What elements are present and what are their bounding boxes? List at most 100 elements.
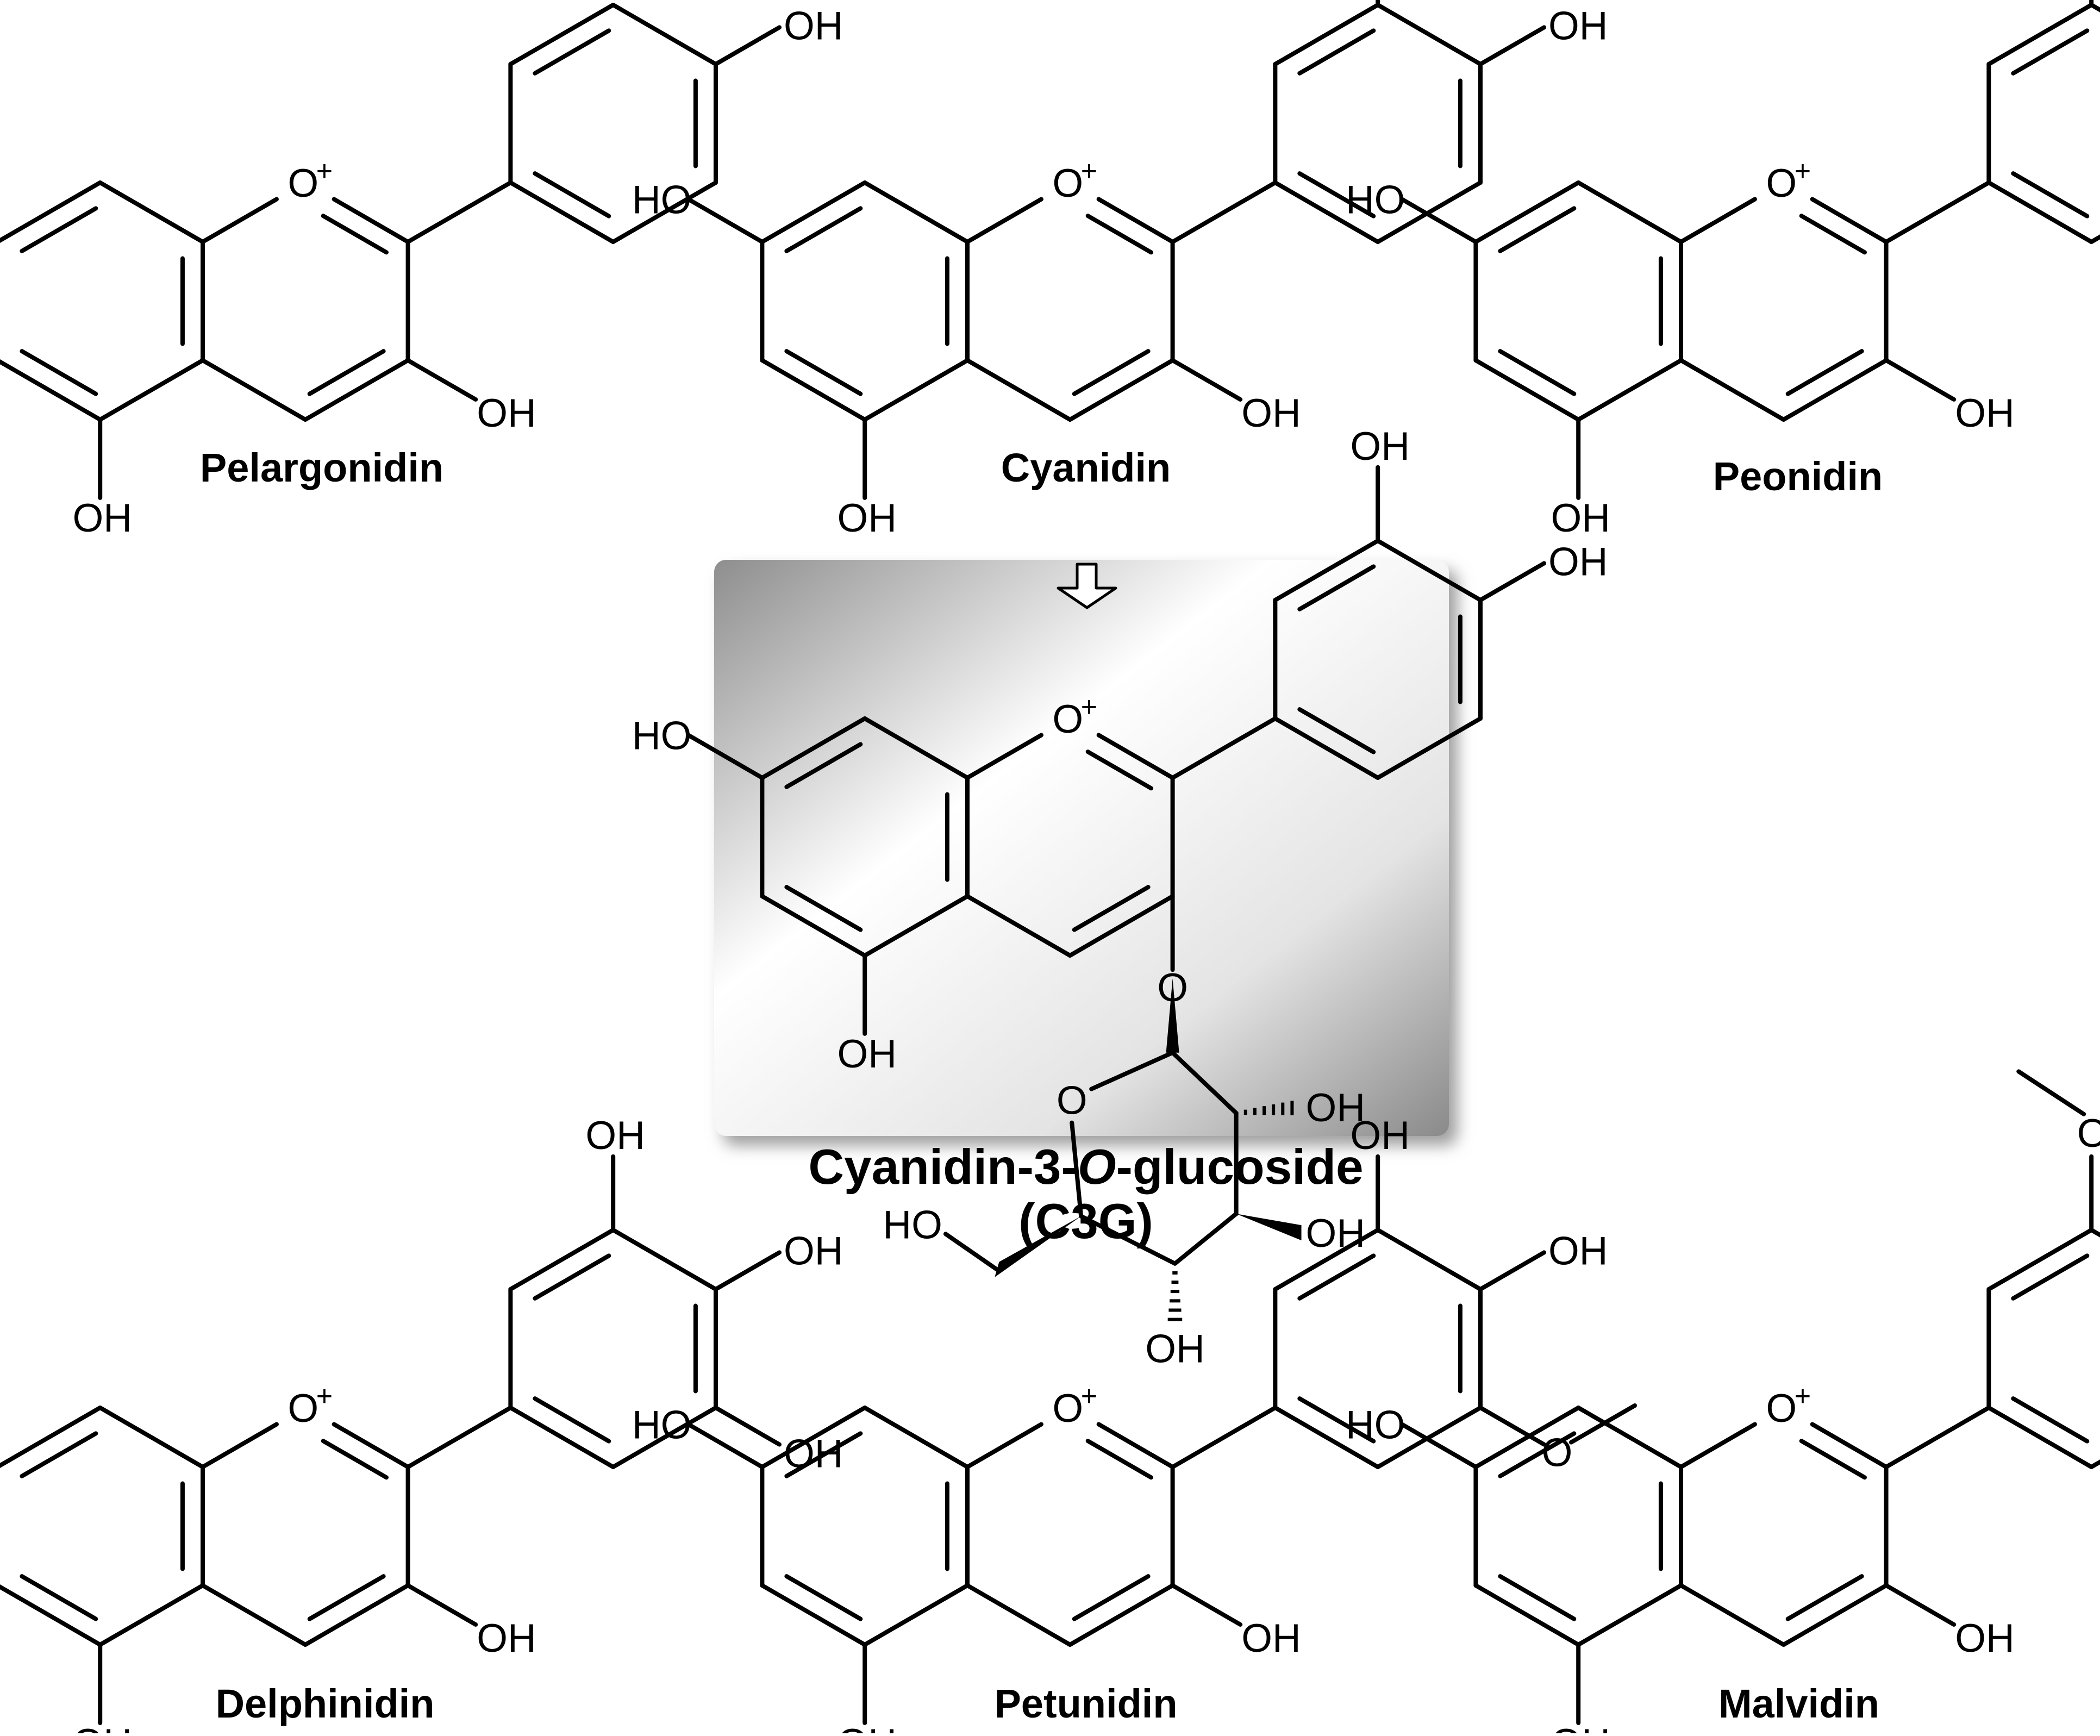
ring-b-double-bond [1297, 1253, 1376, 1301]
ring-a-bond [760, 716, 867, 780]
c5p-top-hydroxyl-label: OH [1350, 424, 1410, 469]
ring-c-double-bond [1799, 1439, 1867, 1480]
c2-c1p-bond [405, 1406, 513, 1469]
ring-a-bond [1473, 1583, 1581, 1647]
c7-hydroxyl-label: HO [632, 1403, 692, 1447]
structure-cyanidin: O+HOOHOHOHOH [632, 0, 1608, 540]
ring-c-bond [1096, 197, 1175, 244]
ring-c-double-bond [321, 1439, 389, 1480]
ring-c-bond [1810, 1422, 1889, 1469]
ring-c-double-bond [1785, 1574, 1864, 1621]
ring-b-double-bond [1297, 564, 1376, 611]
ring-b-bond [508, 180, 616, 244]
ring-c-bond [965, 197, 1043, 244]
ring-b-bond [1376, 180, 1483, 244]
ring-c-bond [201, 358, 308, 422]
c7-o-bond [686, 1422, 765, 1469]
c4p-bond [1478, 25, 1547, 66]
ring-a-double-bond [784, 206, 863, 253]
ring-b-bond [1376, 716, 1483, 780]
c2-sugar-hydroxyl: OH [1306, 1086, 1366, 1130]
ring-a-double-bond [1498, 349, 1577, 396]
ring-a-bond [862, 1406, 970, 1469]
ring-c-double-bond [1799, 214, 1867, 255]
c3-o-bond [1170, 358, 1243, 402]
ring-a-double-bond [784, 742, 863, 789]
ring-a-double-bond [784, 1431, 863, 1478]
c4p-hydroxyl-label: OH [1548, 1229, 1608, 1273]
ring-c-bond [1781, 1583, 1889, 1647]
c5p-top-methyl-bond [2016, 1069, 2086, 1116]
charge-sign: + [316, 1381, 333, 1412]
compound-name-cyanidin: Cyanidin [1001, 445, 1171, 490]
c5-hydroxyl-label: OH [72, 1721, 132, 1733]
ring-c-bond [1679, 1422, 1757, 1469]
c7-hydroxyl-label: HO [632, 714, 692, 758]
compound-name-delphinidin: Delphinidin [216, 1681, 435, 1726]
c4-sugar-hydroxyl: OH [1145, 1327, 1205, 1371]
ring-b-bond [611, 3, 718, 66]
c7-o-bond [686, 733, 765, 780]
ring-b-bond [1273, 3, 1380, 66]
ring-c-bond [332, 197, 410, 244]
ring-oxygen-sugar: O [1057, 1079, 1088, 1123]
ring-b-bond [1986, 180, 2094, 244]
c7-o-bond [686, 197, 765, 244]
ring-oxygen-atom: O [1766, 161, 1797, 205]
ring-a-double-bond [1498, 1574, 1577, 1621]
ring-b-double-bond [2011, 1396, 2090, 1444]
ring-c-bond [1679, 197, 1757, 244]
c4p-hydroxyl-label: OH [1548, 540, 1608, 584]
c6-hydroxyl-label: HO [883, 1203, 942, 1247]
ring-b-bond [1376, 1406, 1483, 1469]
c4p-bond [1478, 561, 1547, 602]
compound-name-peonidin: Peonidin [1713, 454, 1883, 499]
structure-petunidin: O+HOOHOHOHOOH [632, 1114, 1638, 1736]
ring-a-bond [98, 1406, 205, 1469]
c3-hydroxyl-label: OH [477, 1616, 536, 1660]
c5-hydroxyl-label: OH [837, 1032, 897, 1076]
ring-c-bond [1810, 197, 1889, 244]
c3-o-bond [405, 1583, 478, 1627]
c5-wedge-bond [995, 1216, 1082, 1277]
ring-a-bond [1473, 1406, 1581, 1469]
ring-c-bond [332, 1422, 410, 1469]
ring-b-bond [1376, 3, 1483, 66]
structure-cyanidin-3-o-glucoside: O+HOOHOOOHOHOHHOOHOH [632, 424, 1608, 1371]
c5-hydroxyl-label: OH [837, 496, 897, 540]
ring-a-bond [862, 894, 970, 958]
structure-delphinidin: O+HOOHOHOHOHOH [0, 1114, 843, 1736]
ring-c-bond [965, 733, 1043, 780]
c7-o-bond [1399, 197, 1478, 244]
ring-oxygen-atom: O [1052, 1387, 1083, 1431]
ring-b-double-bond [2011, 1253, 2090, 1301]
c4p-hydroxyl-label: OH [1548, 4, 1608, 48]
ring-a-bond [862, 716, 970, 780]
ring-b-bond [508, 1406, 616, 1469]
c5p-top-methoxy-oxygen: O [2077, 1111, 2100, 1156]
ring-c-double-bond [1072, 349, 1151, 396]
c5p-top-hydroxyl-label: OH [1350, 1114, 1410, 1158]
ring-b-bond [2089, 1228, 2100, 1238]
ring-c-double-bond [1085, 750, 1153, 791]
ring-a-bond [0, 359, 103, 422]
ring-a-bond [760, 1583, 867, 1647]
c2-c1p-bond [1170, 1406, 1278, 1469]
ring-c-bond [1067, 1583, 1175, 1647]
c3-hydroxyl-label: OH [1955, 1616, 2015, 1660]
ring-a-bond [98, 180, 205, 244]
c5p-top-hydroxyl-label: OH [585, 1114, 645, 1158]
ring-a-bond [760, 894, 867, 958]
ring-a-bond [1576, 1583, 1683, 1647]
c3p-lower-bond [713, 1406, 782, 1447]
ring-c-bond [303, 358, 410, 422]
structure-malvidin: O+HOOHOHOHOO [1346, 1069, 2100, 1736]
ring-oxygen-atom: O [288, 1387, 318, 1431]
ring-a-double-bond [20, 1574, 98, 1621]
ring-b-bond [1986, 1228, 2094, 1291]
ring-b-bond [1986, 1406, 2094, 1469]
c2-c1p-bond [1170, 180, 1278, 244]
